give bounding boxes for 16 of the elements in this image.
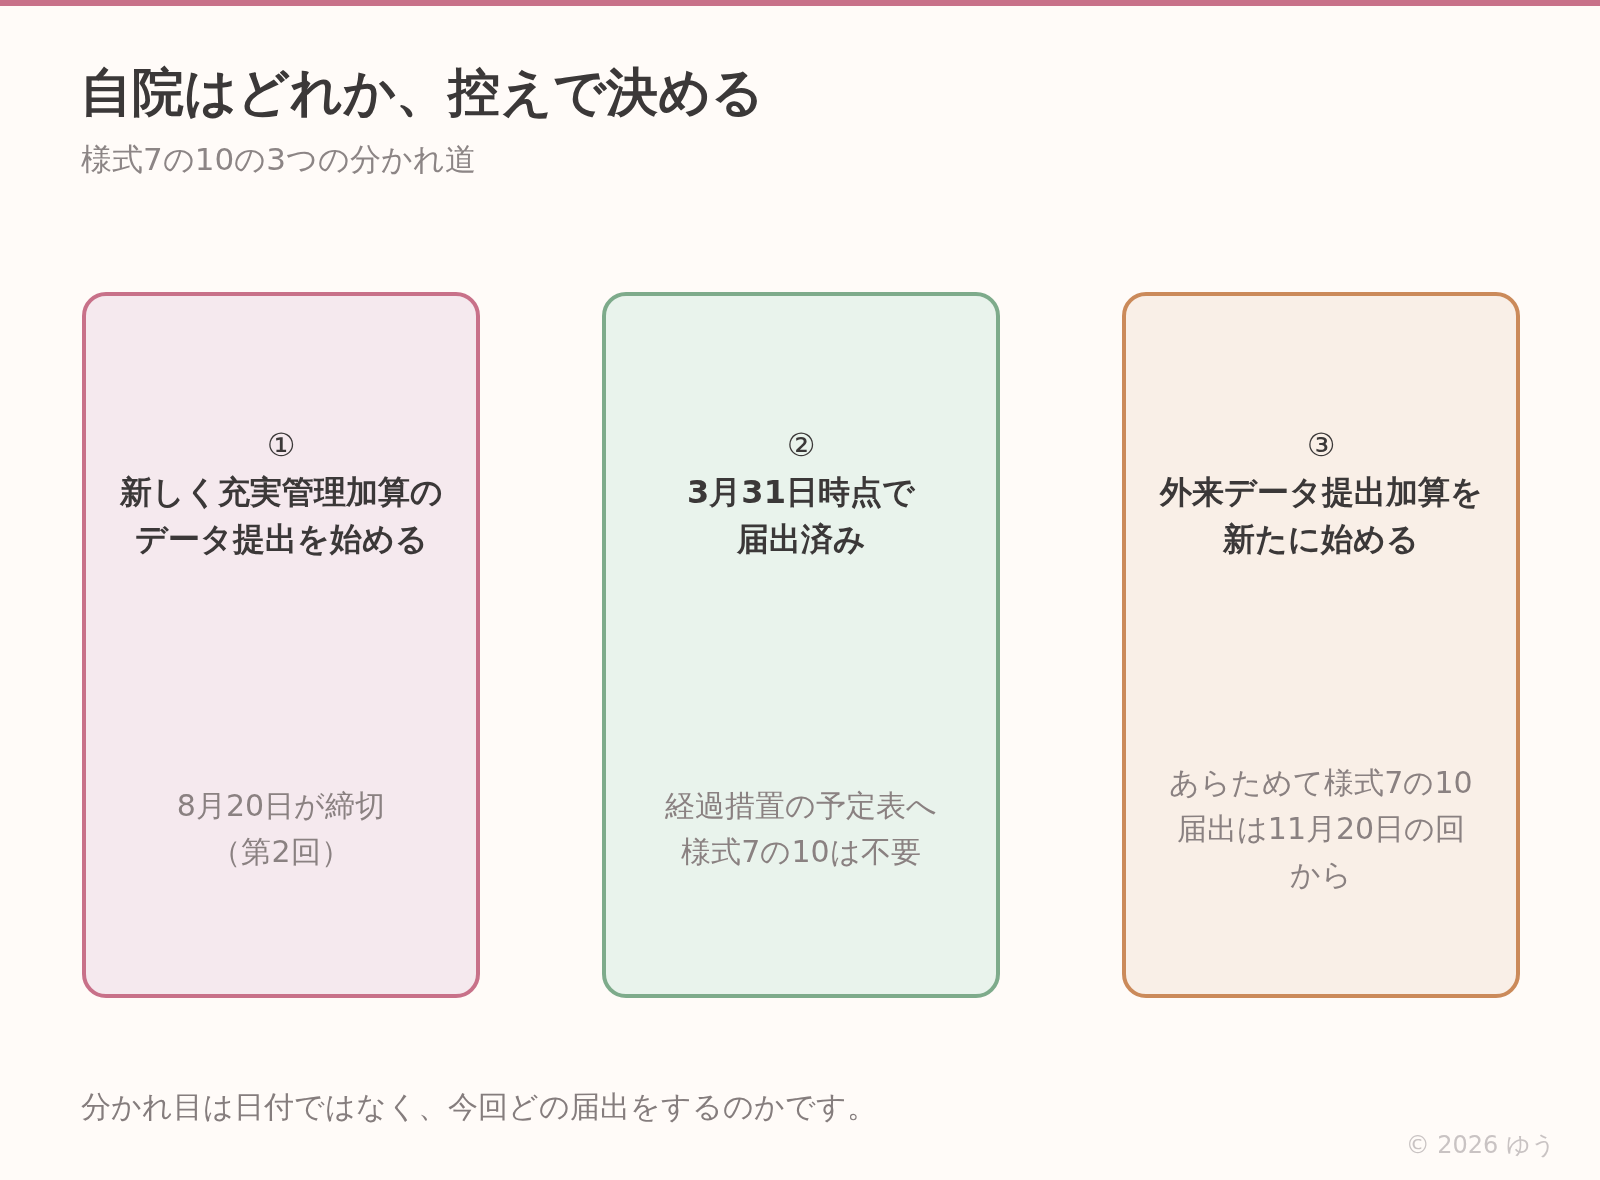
summary-text: 分かれ目は日付ではなく、今回どの届出をするのかです。 (81, 1088, 877, 1126)
card-heading: 3月31日時点で届出済み (686, 471, 916, 560)
option-card (1122, 292, 1520, 998)
page-title: 自院はどれか、控えで決める (80, 61, 764, 124)
step-number: ③ (1306, 424, 1336, 466)
card-note: あらためて様式7の10届出は11月20日の回から (1168, 764, 1474, 894)
card-heading: 外来データ提出加算を新たに始める (1158, 471, 1484, 560)
step-number: ② (786, 424, 816, 466)
card-note: 経過措置の予定表へ様式7の10は不要 (664, 787, 938, 871)
step-number: ① (266, 424, 296, 466)
option-card (602, 292, 1000, 998)
subtitle: 様式7の10の3つの分かれ道 (81, 140, 476, 179)
card-note: 8月20日が締切（第2回） (175, 787, 387, 871)
option-card (82, 292, 480, 998)
copyright-note: © 2026 ゆう (1405, 1130, 1556, 1160)
card-heading: 新しく充実管理加算のデータ提出を始める (118, 471, 444, 560)
